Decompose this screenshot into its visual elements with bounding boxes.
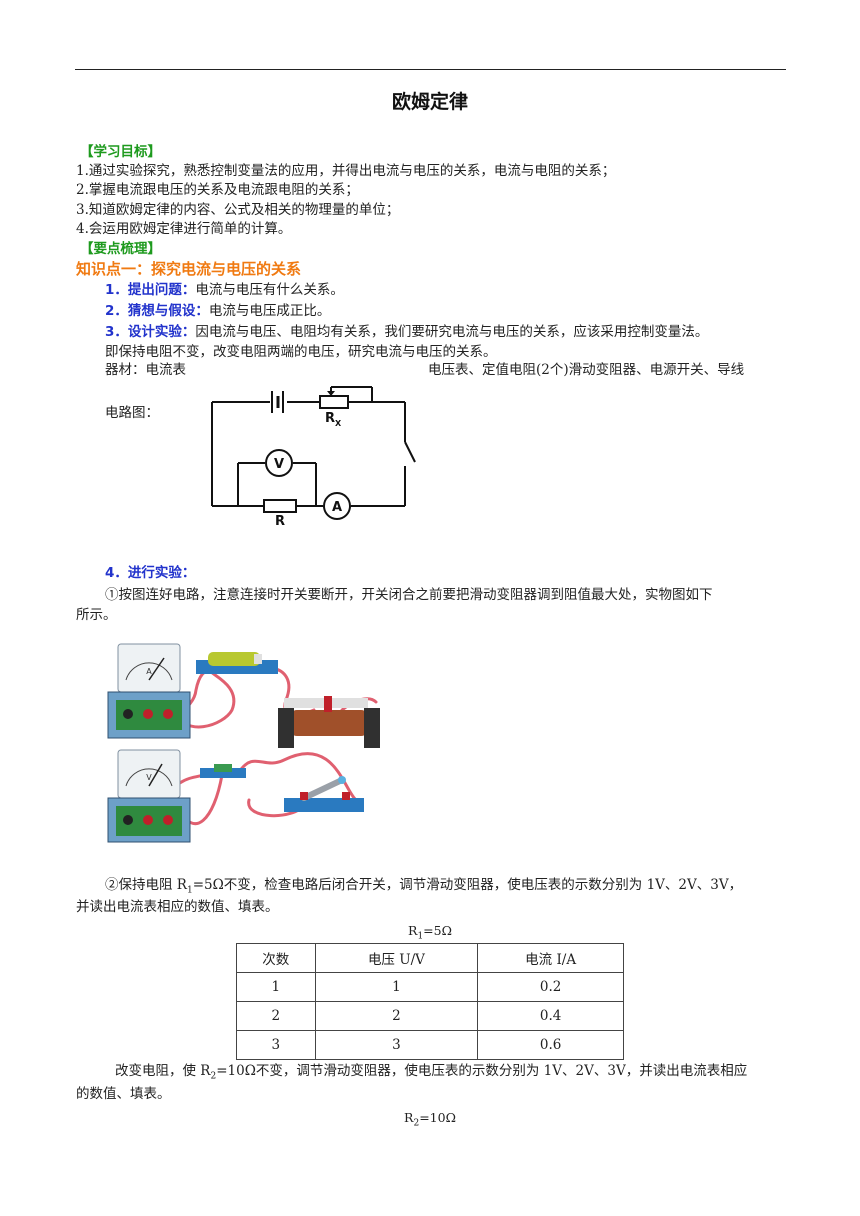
voltmeter-photo-dial: V bbox=[146, 773, 152, 782]
ammeter-label: A bbox=[332, 500, 342, 515]
objective-item: 1.通过实验探究，熟悉控制变量法的应用，并得出电流与电压的关系，电流与电阻的关系… bbox=[76, 163, 616, 179]
step2-text: 电流与电压成正比。 bbox=[208, 303, 331, 319]
voltmeter-icon: V bbox=[265, 449, 293, 477]
circuit-diagram: RX V R A bbox=[211, 386, 416, 529]
keep-subscript: 1 bbox=[186, 885, 193, 896]
step4-label: 4．进行实验： bbox=[105, 565, 196, 581]
header-rule bbox=[75, 69, 786, 70]
table-cell: 1 bbox=[236, 972, 316, 1002]
apparatus-photo: A V bbox=[107, 643, 380, 843]
ammeter-icon: A bbox=[323, 492, 351, 520]
step3-text: 因电流与电压、电阻均有关系，我们要研究电流与电压的关系，应该采用控制变量法。 bbox=[195, 324, 709, 340]
table-cell: 3 bbox=[236, 1030, 316, 1060]
point1-title: 知识点一：探究电流与电压的关系 bbox=[76, 260, 302, 278]
circuit-label: 电路图： bbox=[105, 405, 159, 421]
rheostat-label: R bbox=[325, 411, 335, 426]
table-header-cell: 电流 I/A bbox=[477, 943, 624, 973]
step4: 4．进行实验： bbox=[105, 564, 195, 582]
resistor-icon bbox=[263, 499, 297, 513]
table-row: 1 1 0.2 bbox=[236, 972, 624, 1002]
change-resistor-text: 改变电阻，使 R2=10Ω不变，调节滑动变阻器，使电压表的示数分别为 1V、2V… bbox=[115, 1062, 747, 1086]
data-table-1: 次数 电压 U/V 电流 I/A 1 1 0.2 2 2 0.4 3 3 0.6 bbox=[236, 943, 624, 1060]
table-cell: 0.4 bbox=[477, 1001, 624, 1031]
table-row: 3 3 0.6 bbox=[236, 1030, 624, 1060]
switch-photo bbox=[284, 776, 364, 812]
table-row: 2 2 0.4 bbox=[236, 1001, 624, 1031]
table-cell: 0.2 bbox=[477, 972, 624, 1002]
table1-caption: R1=5Ω bbox=[0, 923, 860, 942]
table1-caption-prefix: R bbox=[408, 923, 418, 938]
battery-photo bbox=[196, 652, 278, 674]
rheostat-icon bbox=[319, 387, 349, 409]
objective-item: 3.知道欧姆定律的内容、公式及相关的物理量的单位； bbox=[76, 202, 400, 218]
page-title: 欧姆定律 bbox=[391, 91, 468, 113]
keep-prefix: ②保持电阻 R bbox=[105, 877, 187, 893]
resistor-label: R bbox=[275, 514, 285, 529]
table1-caption-sub: 1 bbox=[417, 931, 424, 942]
table2-caption: R2=10Ω bbox=[0, 1110, 860, 1129]
keep-text2: 并读出电流表相应的数值、填表。 bbox=[76, 899, 279, 915]
ammeter-photo: A bbox=[107, 643, 191, 739]
table2-caption-suffix: =10Ω bbox=[419, 1110, 456, 1125]
step4-text: ①按图连好电路，注意连接时开关要断开，开关闭合之前要把滑动变阻器调到阻值最大处，… bbox=[105, 587, 713, 603]
step3-label: 3．设计实验： bbox=[105, 324, 196, 340]
equipment-label: 器材：电流表 bbox=[105, 362, 186, 378]
table-header-cell: 次数 bbox=[236, 943, 316, 973]
change-text2: 的数值、填表。 bbox=[76, 1086, 171, 1102]
keep-resistor-text: ②保持电阻 R1=5Ω不变，检查电路后闭合开关，调节滑动变阻器，使电压表的示数分… bbox=[105, 876, 742, 900]
change-suffix: =10Ω不变，调节滑动变阻器，使电压表的示数分别为 1V、2V、3V，并读出电流… bbox=[216, 1063, 748, 1079]
table-cell: 0.6 bbox=[477, 1030, 624, 1060]
step1: 1．提出问题：电流与电压有什么关系。 bbox=[105, 281, 344, 299]
table-cell: 3 bbox=[314, 1030, 479, 1060]
objective-item: 2.掌握电流跟电压的关系及电流跟电阻的关系； bbox=[76, 182, 359, 198]
change-subscript: 2 bbox=[210, 1071, 217, 1082]
rheostat-photo bbox=[278, 696, 380, 748]
objectives-header: 【学习目标】 bbox=[80, 144, 161, 160]
table-cell: 2 bbox=[314, 1001, 479, 1031]
step3: 3．设计实验：因电流与电压、电阻均有关系，我们要研究电流与电压的关系，应该采用控… bbox=[105, 323, 708, 341]
voltmeter-photo: V bbox=[107, 749, 191, 843]
voltmeter-label: V bbox=[274, 457, 284, 472]
resistor-photo bbox=[200, 764, 246, 778]
table-header-cell: 电压 U/V bbox=[314, 943, 479, 973]
table2-caption-sub: 2 bbox=[413, 1118, 420, 1129]
table-header-row: 次数 电压 U/V 电流 I/A bbox=[236, 943, 624, 973]
step1-text: 电流与电压有什么关系。 bbox=[195, 282, 344, 298]
step2: 2．猜想与假设：电流与电压成正比。 bbox=[105, 302, 330, 320]
step1-label: 1．提出问题： bbox=[105, 282, 196, 298]
rheostat-subscript: X bbox=[335, 419, 342, 428]
table2-caption-prefix: R bbox=[404, 1110, 414, 1125]
ammeter-photo-dial: A bbox=[146, 667, 152, 676]
table1-caption-suffix: =5Ω bbox=[423, 923, 452, 938]
step2-label: 2．猜想与假设： bbox=[105, 303, 209, 319]
objective-item: 4.会运用欧姆定律进行简单的计算。 bbox=[76, 221, 292, 237]
svg-text:RX: RX bbox=[325, 411, 342, 428]
keep-suffix: =5Ω不变，检查电路后闭合开关，调节滑动变阻器，使电压表的示数分别为 1V、2V… bbox=[192, 877, 743, 893]
table-cell: 2 bbox=[236, 1001, 316, 1031]
step3-text2: 即保持电阻不变，改变电阻两端的电压，研究电流与电压的关系。 bbox=[105, 344, 497, 360]
summary-header: 【要点梳理】 bbox=[80, 241, 161, 257]
table-cell: 1 bbox=[314, 972, 479, 1002]
step4-text2: 所示。 bbox=[76, 607, 117, 623]
battery-icon bbox=[271, 391, 284, 413]
change-prefix: 改变电阻，使 R bbox=[115, 1063, 211, 1079]
equipment-rest: 电压表、定值电阻(2个)滑动变阻器、电源开关、导线 bbox=[428, 362, 745, 378]
